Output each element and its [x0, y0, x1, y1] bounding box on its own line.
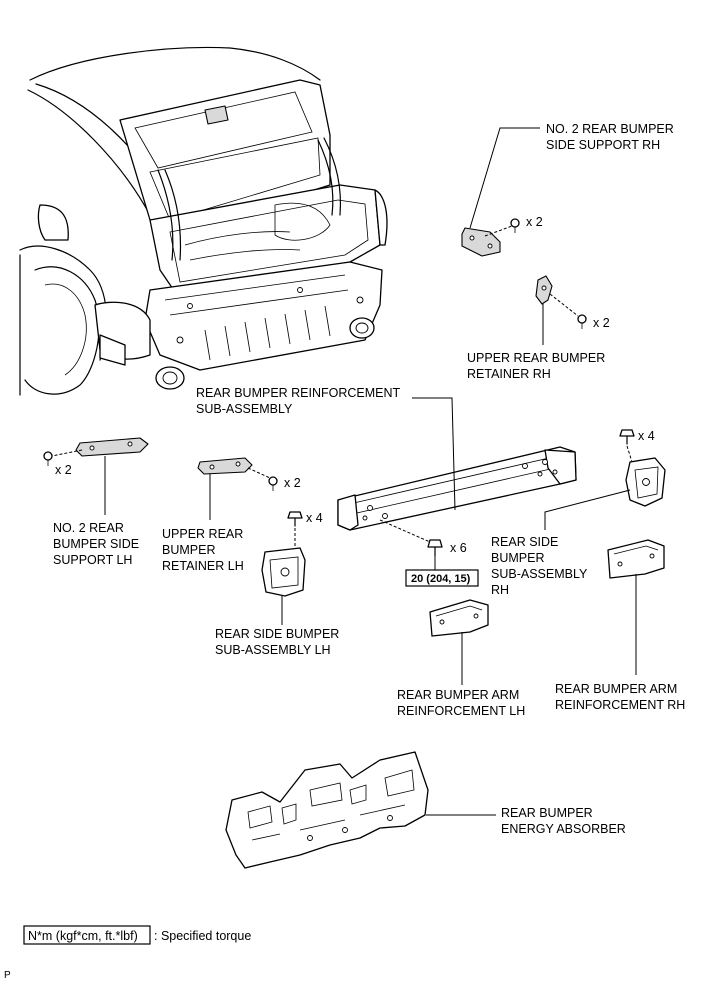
label-side-bumper-rh-line3: SUB-ASSEMBLY — [491, 567, 588, 581]
label-arm-lh-line1: REAR BUMPER ARM — [397, 688, 519, 702]
vehicle-rear-illustration — [19, 46, 388, 396]
legend-unit-text: N*m (kgf*cm, ft.*lbf) — [28, 929, 138, 943]
qty-reinforcement-bolts: x 6 — [450, 541, 467, 555]
label-side-bumper-lh-line2: SUB-ASSEMBLY LH — [215, 643, 331, 657]
label-side-bumper-rh-line2: BUMPER — [491, 551, 544, 565]
label-no2-support-rh-line1: NO. 2 REAR BUMPER — [546, 122, 674, 136]
label-reinforcement-line2: SUB-ASSEMBLY — [196, 402, 293, 416]
bolt-icon — [287, 511, 303, 527]
no2-side-support-lh-part — [43, 437, 149, 515]
no2-side-support-rh-part — [461, 127, 540, 257]
label-upper-retainer-lh-line1: UPPER REAR — [162, 527, 243, 541]
label-upper-retainer-lh-line2: BUMPER — [162, 543, 215, 557]
qty-side-bumper-rh: x 4 — [638, 429, 655, 443]
label-reinforcement-line1: REAR BUMPER REINFORCEMENT — [196, 386, 401, 400]
upper-retainer-rh-part — [535, 275, 587, 345]
torque-box — [405, 569, 479, 587]
bolt-icon — [619, 429, 635, 445]
label-side-bumper-lh-line1: REAR SIDE BUMPER — [215, 627, 339, 641]
qty-side-bumper-lh: x 4 — [306, 511, 323, 525]
label-upper-retainer-rh-line2: RETAINER RH — [467, 367, 551, 381]
clip-screw-icon — [268, 476, 278, 491]
figure-mark: P — [4, 970, 11, 981]
label-arm-rh-line2: REINFORCEMENT RH — [555, 698, 685, 712]
torque-legend: N*m (kgf*cm, ft.*lbf) : Specified torque — [23, 925, 251, 945]
arm-reinforcement-rh-part — [607, 539, 665, 675]
torque-value-reinforcement: 20 (204, 15) — [411, 573, 471, 585]
energy-absorber-part — [225, 751, 496, 869]
label-upper-retainer-lh-line3: RETAINER LH — [162, 559, 244, 573]
label-arm-rh-line1: REAR BUMPER ARM — [555, 682, 677, 696]
label-side-bumper-rh-line1: REAR SIDE — [491, 535, 558, 549]
label-no2-support-rh-line2: SIDE SUPPORT RH — [546, 138, 660, 152]
legend-description: : Specified torque — [154, 929, 251, 943]
clip-screw-icon — [43, 451, 53, 466]
side-bumper-lh-part — [261, 511, 306, 625]
label-no2-support-lh-line2: BUMPER SIDE — [53, 537, 139, 551]
label-upper-retainer-rh-line1: UPPER REAR BUMPER — [467, 351, 605, 365]
label-arm-lh-line2: REINFORCEMENT LH — [397, 704, 525, 718]
clip-screw-icon — [577, 314, 587, 329]
qty-no2-support-rh: x 2 — [526, 215, 543, 229]
label-side-bumper-rh-line4: RH — [491, 583, 509, 597]
label-no2-support-lh-line3: SUPPORT LH — [53, 553, 132, 567]
clip-screw-icon — [510, 218, 520, 233]
legend-unit-box — [23, 925, 151, 945]
bolt-icon — [427, 539, 443, 557]
qty-upper-retainer-rh: x 2 — [593, 316, 610, 330]
arm-reinforcement-lh-part — [429, 599, 489, 685]
label-energy-absorber-line1: REAR BUMPER — [501, 806, 593, 820]
label-no2-support-lh-line1: NO. 2 REAR — [53, 521, 124, 535]
reinforcement-part — [337, 397, 577, 570]
qty-upper-retainer-lh: x 2 — [284, 476, 301, 490]
qty-no2-support-lh: x 2 — [55, 463, 72, 477]
label-energy-absorber-line2: ENERGY ABSORBER — [501, 822, 626, 836]
upper-retainer-lh-part — [197, 457, 278, 520]
side-bumper-rh-part — [544, 429, 666, 530]
